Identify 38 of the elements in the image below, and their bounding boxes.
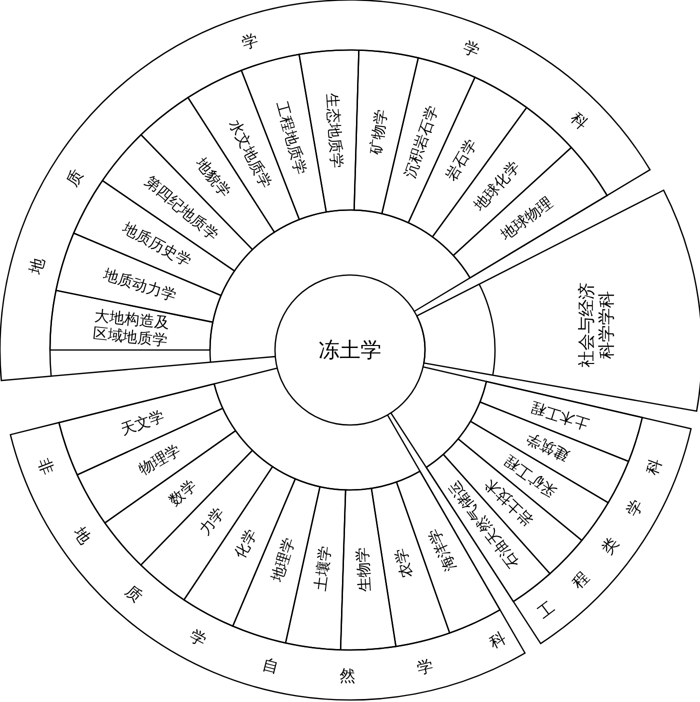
band-label: 科	[486, 627, 509, 652]
band-label: 自	[260, 654, 281, 676]
band-label: 类	[597, 533, 622, 558]
band-label: 学	[186, 625, 210, 650]
band-label: 学	[239, 29, 260, 52]
band-label: 地	[70, 523, 96, 548]
subject-label: 化学	[230, 526, 261, 562]
band-label: 学	[460, 36, 483, 60]
band-label: 学	[622, 496, 646, 520]
band-label: 然	[340, 665, 356, 685]
sector-label: 社会与经济科学学科	[576, 282, 618, 368]
subject-label: 生态地质学	[322, 92, 346, 169]
subject-label: 沉积岩石学	[400, 103, 442, 180]
subject-label: 物理学	[135, 440, 184, 479]
band-label: 科	[642, 456, 666, 478]
subject-label: 地质动力学	[101, 265, 178, 305]
subject-label: 天文学	[118, 406, 167, 439]
center-circle	[274, 274, 426, 426]
subject-label: 生物学	[353, 546, 374, 593]
band-label: 地	[24, 256, 48, 276]
band-label: 质	[122, 580, 147, 606]
subject-sector	[58, 383, 224, 476]
band-label: 非	[34, 456, 58, 478]
band-label: 科	[567, 108, 592, 133]
band-label: 学	[414, 655, 435, 678]
subject-label: 海洋学	[424, 526, 460, 574]
subject-label: 矿物学	[366, 108, 390, 156]
subject-label: 地貌学	[192, 154, 234, 201]
band-label: 质	[62, 166, 87, 190]
band-sector	[0, 0, 651, 382]
center-label: 冻土学	[318, 338, 382, 362]
subject-label: 土壤学	[311, 544, 335, 592]
band-label: 程	[567, 567, 592, 592]
subject-label: 农学	[391, 546, 416, 580]
band-label: 工	[533, 597, 558, 622]
subject-label: 工程地质学	[272, 99, 310, 177]
subject-label: 大地构造及区域地质学	[92, 306, 170, 350]
subject-label: 地理学	[268, 535, 299, 584]
